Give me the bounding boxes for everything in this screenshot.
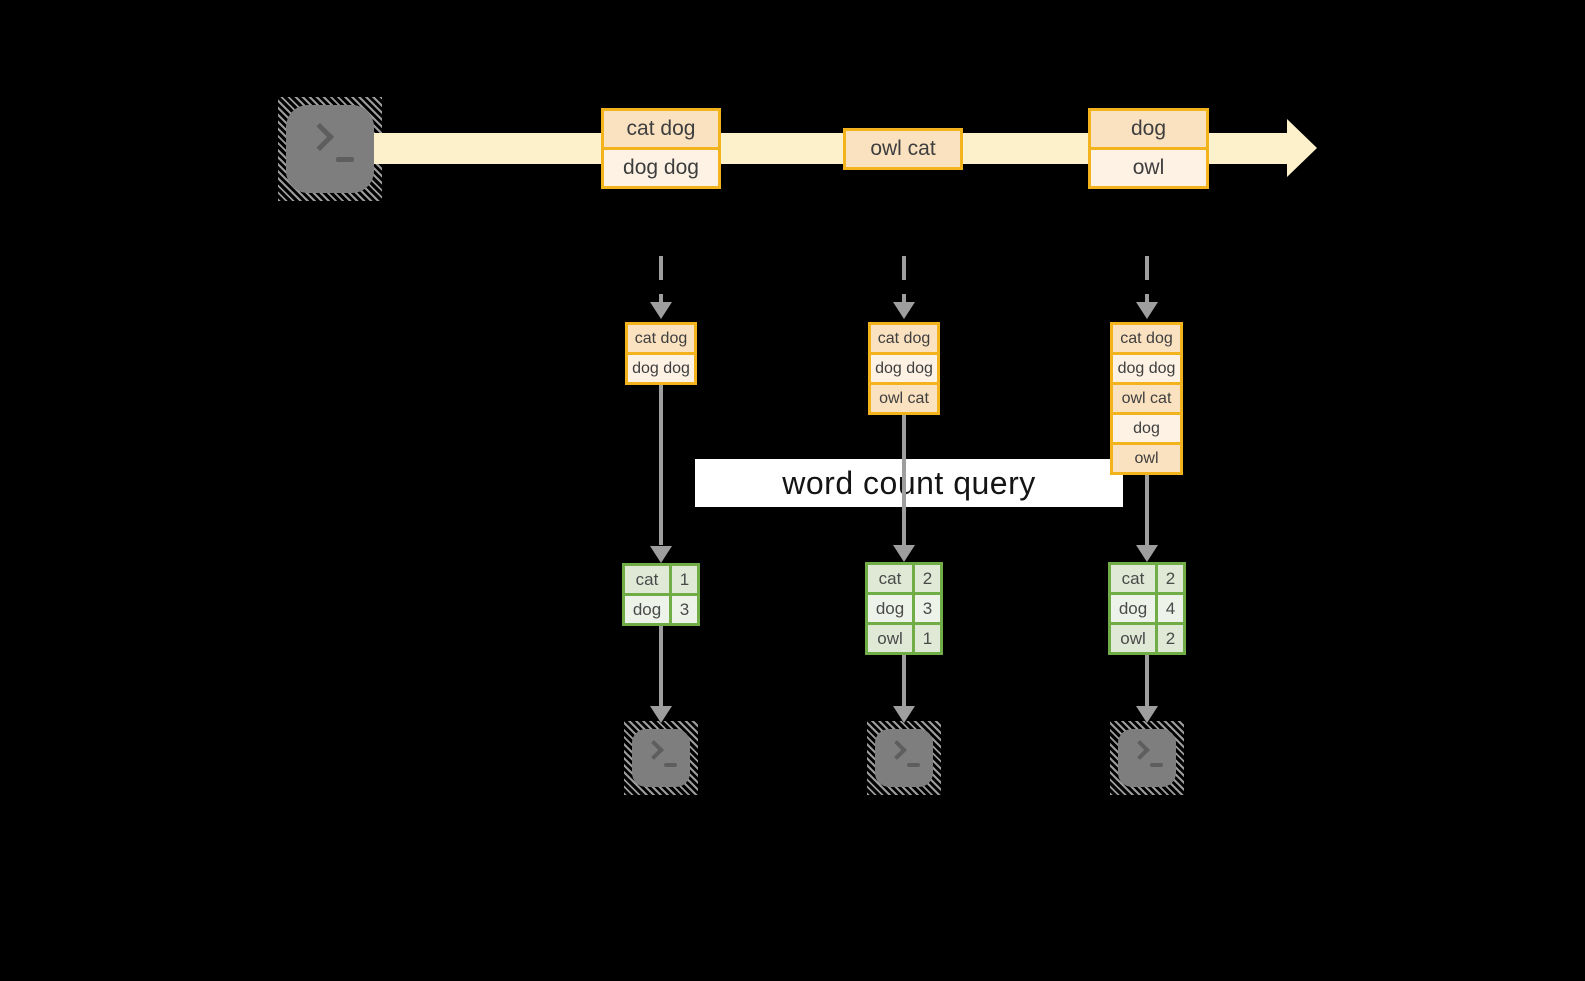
count-cell: 4 xyxy=(1158,595,1183,622)
word-cell: dog xyxy=(1111,595,1155,622)
input-row: dog dog xyxy=(1113,352,1180,382)
word-cell: cat xyxy=(625,566,669,593)
output-arrowhead-icon xyxy=(893,706,915,723)
terminal-prompt-underscore-icon xyxy=(336,157,354,162)
input-row: cat dog xyxy=(871,325,937,352)
word-cell: dog xyxy=(868,595,912,622)
dashed-arrow-line xyxy=(902,256,906,302)
input-row: owl cat xyxy=(1113,382,1180,412)
dashed-arrowhead-icon xyxy=(1136,302,1158,319)
terminal-prompt-chevron-icon xyxy=(1130,740,1150,760)
accumulated-input-box-3: cat dog dog dog owl cat dog owl xyxy=(1110,322,1183,475)
stream-batch-box-1: cat dog dog dog xyxy=(601,108,721,189)
sink-terminal-icon-3 xyxy=(1110,721,1184,795)
dashed-arrowhead-icon xyxy=(893,302,915,319)
terminal-prompt-underscore-icon xyxy=(907,763,920,767)
dashed-arrow-line xyxy=(1145,256,1149,302)
output-arrow-line xyxy=(659,626,663,707)
source-terminal-icon xyxy=(278,97,382,201)
word-count-table-1: cat 1 dog 3 xyxy=(622,563,700,626)
stream-arrowhead-icon xyxy=(1287,119,1317,177)
word-count-table-3: cat 2 dog 4 owl 2 xyxy=(1108,562,1186,655)
query-arrow-line xyxy=(659,385,663,545)
input-row: cat dog xyxy=(1113,325,1180,352)
input-row: dog dog xyxy=(628,352,694,382)
output-arrow-line xyxy=(902,655,906,707)
dashed-arrowhead-icon xyxy=(650,302,672,319)
word-cell: owl xyxy=(868,625,912,652)
output-arrowhead-icon xyxy=(1136,706,1158,723)
query-arrowhead-icon xyxy=(1136,545,1158,562)
terminal-body xyxy=(632,729,690,787)
batch-row: dog xyxy=(1091,111,1206,147)
query-arrow-line xyxy=(1145,475,1149,546)
input-row: owl cat xyxy=(871,382,937,412)
input-row: dog dog xyxy=(871,352,937,382)
terminal-prompt-underscore-icon xyxy=(664,763,677,767)
count-cell: 3 xyxy=(915,595,940,622)
word-count-table-2: cat 2 dog 3 owl 1 xyxy=(865,562,943,655)
count-cell: 2 xyxy=(1158,625,1183,652)
terminal-body xyxy=(286,105,374,193)
count-cell: 1 xyxy=(672,566,697,593)
stream-batch-box-3: dog owl xyxy=(1088,108,1209,189)
input-row: dog xyxy=(1113,412,1180,442)
batch-row: owl cat xyxy=(846,131,960,167)
count-cell: 2 xyxy=(1158,565,1183,592)
output-arrow-line xyxy=(1145,655,1149,707)
accumulated-input-box-2: cat dog dog dog owl cat xyxy=(868,322,940,415)
terminal-body xyxy=(875,729,933,787)
batch-row: dog dog xyxy=(604,147,718,186)
batch-row: cat dog xyxy=(604,111,718,147)
terminal-prompt-chevron-icon xyxy=(305,122,335,152)
count-cell: 1 xyxy=(915,625,940,652)
count-cell: 2 xyxy=(915,565,940,592)
input-row: owl xyxy=(1113,442,1180,472)
terminal-prompt-underscore-icon xyxy=(1150,763,1163,767)
query-label: word count query xyxy=(782,465,1036,501)
query-banner: word count query xyxy=(695,459,1123,507)
query-arrowhead-icon xyxy=(893,545,915,562)
query-arrowhead-icon xyxy=(650,546,672,563)
batch-row: owl xyxy=(1091,147,1206,186)
terminal-body xyxy=(1118,729,1176,787)
input-row: cat dog xyxy=(628,325,694,352)
stream-batch-box-2: owl cat xyxy=(843,128,963,170)
output-arrowhead-icon xyxy=(650,706,672,723)
word-cell: dog xyxy=(625,596,669,623)
sink-terminal-icon-2 xyxy=(867,721,941,795)
dashed-arrow-line xyxy=(659,256,663,302)
terminal-prompt-chevron-icon xyxy=(887,740,907,760)
terminal-prompt-chevron-icon xyxy=(644,740,664,760)
word-cell: owl xyxy=(1111,625,1155,652)
accumulated-input-box-1: cat dog dog dog xyxy=(625,322,697,385)
query-arrow-line xyxy=(902,415,906,546)
word-cell: cat xyxy=(868,565,912,592)
count-cell: 3 xyxy=(672,596,697,623)
word-cell: cat xyxy=(1111,565,1155,592)
sink-terminal-icon-1 xyxy=(624,721,698,795)
